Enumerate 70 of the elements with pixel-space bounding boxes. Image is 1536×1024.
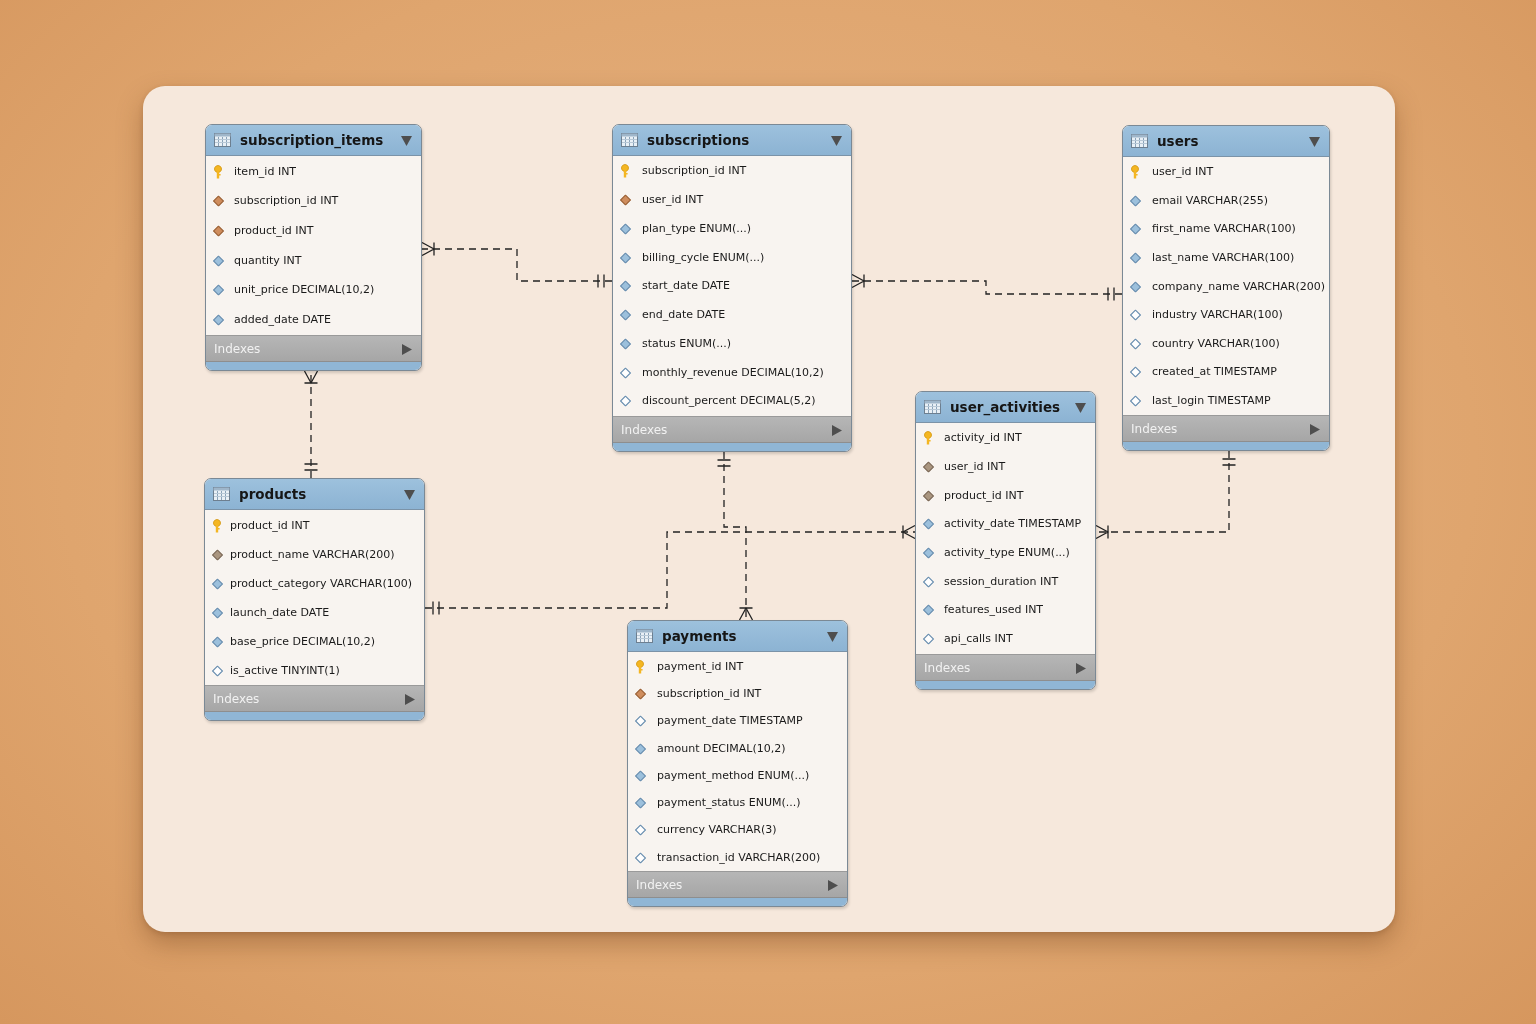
- column-label: payment_date TIMESTAMP: [657, 714, 803, 729]
- table-title: subscription_items: [240, 132, 384, 148]
- column-label: first_name VARCHAR(100): [1152, 222, 1296, 237]
- column-label: activity_id INT: [944, 431, 1022, 446]
- column-label: is_active TINYINT(1): [230, 663, 340, 678]
- column-label: last_name VARCHAR(100): [1152, 251, 1295, 266]
- column-label: product_id INT: [234, 224, 314, 238]
- entity-table: [915, 391, 1096, 690]
- column-label: launch_date DATE: [230, 605, 330, 620]
- column-label: activity_date TIMESTAMP: [944, 517, 1082, 532]
- column-label: last_login TIMESTAMP: [1152, 394, 1271, 409]
- column-label: transaction_id VARCHAR(200): [657, 850, 821, 865]
- column-label: status ENUM(...): [642, 336, 732, 351]
- entity-table: [1122, 125, 1330, 452]
- column-label: unit_price DECIMAL(10,2): [234, 283, 375, 298]
- column-label: quantity INT: [234, 253, 302, 268]
- relationship-line: [1095, 450, 1230, 540]
- column-label: start_date DATE: [642, 279, 731, 294]
- entity-table: [204, 478, 425, 721]
- column-label: product_id INT: [230, 518, 310, 533]
- column-label: subscription_id INT: [642, 164, 747, 179]
- relationship-line: [424, 524, 916, 609]
- column-label: industry VARCHAR(100): [1152, 308, 1283, 323]
- column-label: amount DECIMAL(10,2): [657, 741, 786, 756]
- indexes-label: Indexes: [1131, 422, 1178, 437]
- column-label: features_used INT: [944, 603, 1044, 618]
- column-label: plan_type ENUM(...): [642, 221, 752, 236]
- indexes-label: Indexes: [213, 692, 260, 706]
- column-label: subscription_id INT: [657, 686, 762, 701]
- column-label: subscription_id INT: [234, 194, 339, 209]
- column-label: user_id INT: [944, 460, 1006, 475]
- column-label: created_at TIMESTAMP: [1152, 365, 1277, 380]
- relationship-line: [851, 273, 1123, 295]
- column-label: added_date DATE: [234, 312, 331, 327]
- column-label: billing_cycle ENUM(...): [642, 250, 765, 265]
- column-label: discount_percent DECIMAL(5,2): [642, 394, 816, 409]
- column-label: user_id INT: [1152, 165, 1214, 180]
- column-label: session_duration INT: [944, 574, 1059, 589]
- entity-table: [612, 124, 852, 452]
- table-title: users: [1157, 133, 1199, 149]
- table-title: user_activities: [950, 399, 1061, 415]
- column-label: company_name VARCHAR(200): [1152, 279, 1326, 294]
- column-label: product_name VARCHAR(200): [230, 547, 395, 562]
- entity-table: [205, 124, 422, 371]
- indexes-label: Indexes: [924, 660, 971, 675]
- table-title: payments: [662, 628, 737, 644]
- relationship-line: [723, 451, 754, 621]
- column-label: user_id INT: [642, 193, 704, 208]
- indexes-label: Indexes: [621, 422, 668, 437]
- column-label: payment_status ENUM(...): [657, 796, 801, 811]
- table-title: products: [239, 486, 307, 502]
- entity-table: [627, 620, 848, 908]
- column-label: item_id INT: [234, 164, 297, 179]
- relationship-line: [421, 241, 613, 282]
- indexes-label: Indexes: [214, 341, 261, 356]
- table-title: subscriptions: [647, 132, 750, 148]
- column-label: currency VARCHAR(3): [657, 823, 777, 838]
- column-label: product_category VARCHAR(100): [230, 576, 413, 591]
- column-label: payment_method ENUM(...): [657, 768, 810, 783]
- relationship-line: [303, 370, 319, 479]
- column-label: payment_id INT: [657, 659, 744, 674]
- column-label: product_id INT: [944, 488, 1024, 503]
- column-label: country VARCHAR(100): [1152, 336, 1280, 351]
- column-label: api_calls INT: [944, 632, 1013, 647]
- column-label: activity_type ENUM(...): [944, 546, 1070, 561]
- indexes-label: Indexes: [636, 878, 683, 893]
- column-label: email VARCHAR(255): [1152, 193, 1268, 208]
- column-label: monthly_revenue DECIMAL(10,2): [642, 365, 824, 380]
- column-label: base_price DECIMAL(10,2): [230, 634, 376, 649]
- column-label: end_date DATE: [642, 308, 726, 323]
